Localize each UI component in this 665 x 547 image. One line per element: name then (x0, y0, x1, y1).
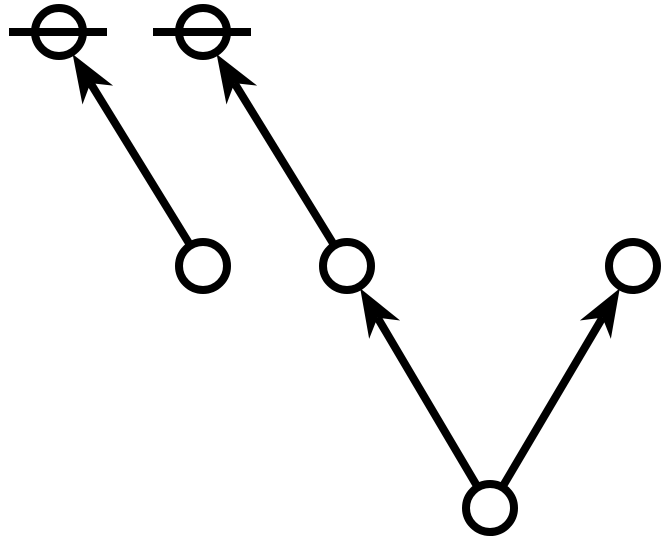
arrowhead-icon (360, 288, 401, 339)
edge-line (498, 315, 606, 490)
node-n1 (9, 4, 107, 60)
node-n3 (175, 238, 231, 294)
arrowhead-icon (72, 54, 114, 105)
edge-n4-n2 (216, 54, 338, 248)
arrowhead-icon (216, 54, 258, 105)
node-n5 (605, 238, 661, 294)
edge-line (374, 315, 482, 490)
node-circle (175, 238, 231, 294)
edge-line (231, 81, 338, 248)
node-circle (319, 238, 375, 294)
arrowhead-icon (579, 288, 620, 339)
edge-n6-n4 (360, 288, 482, 490)
edge-line (87, 81, 194, 248)
edges-layer (72, 54, 620, 490)
edge-n6-n5 (498, 288, 620, 490)
node-n2 (153, 4, 251, 60)
nodes-layer (9, 4, 661, 536)
node-circle (462, 480, 518, 536)
node-circle (605, 238, 661, 294)
edge-n3-n1 (72, 54, 194, 248)
node-n6 (462, 480, 518, 536)
node-n4 (319, 238, 375, 294)
